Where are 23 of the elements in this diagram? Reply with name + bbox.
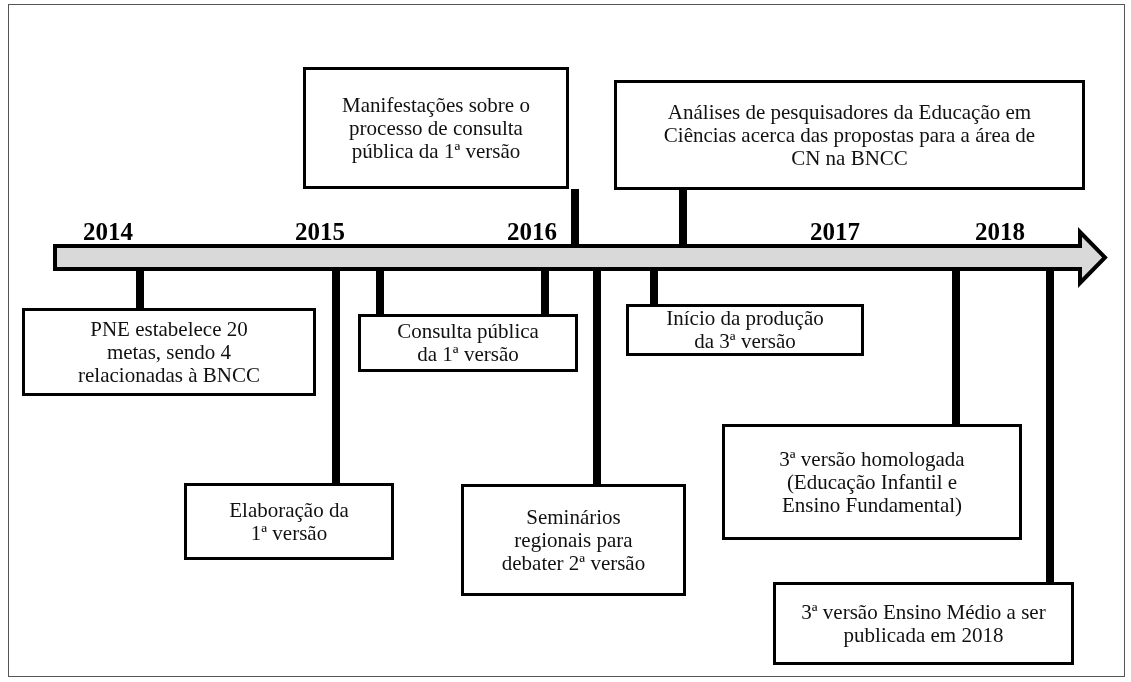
event-box: Manifestações sobre o processo de consulta pública da 1ª versão: [303, 67, 569, 189]
year-label: 2017: [810, 219, 860, 245]
connector-line: [952, 269, 960, 424]
connector-line: [650, 269, 658, 304]
event-box: Consulta pública da 1ª versão: [358, 314, 578, 372]
year-label: 2018: [975, 219, 1025, 245]
connector-line: [541, 269, 549, 314]
connector-line: [332, 269, 340, 483]
event-box: Elaboração da 1ª versão: [184, 483, 394, 560]
year-label: 2014: [83, 219, 133, 245]
year-label: 2015: [295, 219, 345, 245]
connector-line: [679, 190, 687, 246]
connector-line: [376, 269, 384, 314]
year-label: 2016: [507, 219, 557, 245]
event-box: 3ª versão homologada (Educação Infantil e Ensino Fundamental): [722, 424, 1022, 540]
connector-line: [593, 269, 601, 484]
connector-line: [1046, 269, 1054, 582]
event-box: Início da produção da 3ª versão: [626, 304, 864, 356]
event-box: 3ª versão Ensino Médio a ser publicada em 2018: [773, 582, 1074, 665]
connector-line: [136, 269, 144, 308]
event-box: Seminários regionais para debater 2ª versão: [461, 484, 686, 596]
event-box: PNE estabelece 20 metas, sendo 4 relacionadas à BNCC: [22, 308, 316, 396]
event-box: Análises de pesquisadores da Educação em Ciências acerca das propostas para a área de CN na BNCC: [614, 80, 1085, 190]
